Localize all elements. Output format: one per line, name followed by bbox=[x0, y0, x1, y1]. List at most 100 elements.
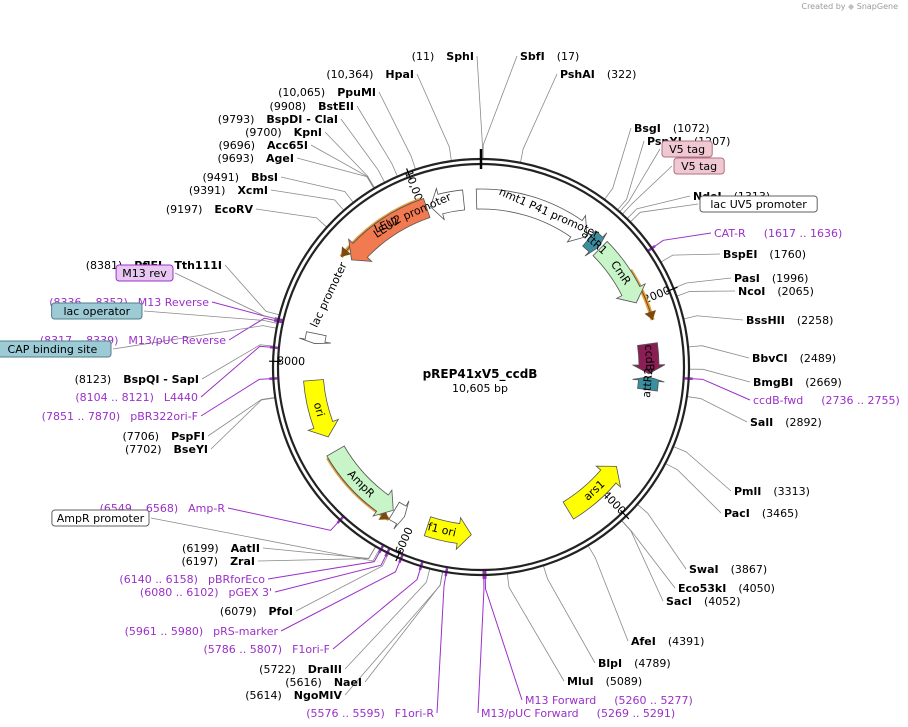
enzyme-site-pshai[interactable]: PshAI(322) bbox=[560, 68, 636, 81]
feature-cmr[interactable] bbox=[592, 240, 647, 304]
feature-leu2-promoter[interactable] bbox=[430, 187, 466, 221]
feature-tag-box bbox=[115, 264, 174, 282]
enzyme-site-pspfi[interactable]: (7706)PspFI bbox=[123, 430, 205, 443]
enzyme-position: (2258) bbox=[797, 314, 834, 327]
plasmid-backbone bbox=[271, 149, 691, 577]
enzyme-site-afei[interactable]: AfeI(4391) bbox=[631, 635, 704, 648]
enzyme-site-swai[interactable]: SwaI(3867) bbox=[689, 563, 767, 576]
enzyme-site-bspei[interactable]: BspEI(1760) bbox=[723, 248, 806, 261]
enzyme-name: DraIII bbox=[308, 663, 342, 676]
feature-ampr-promoter[interactable] bbox=[388, 500, 410, 530]
enzyme-site-blpi[interactable]: BlpI(4789) bbox=[598, 657, 671, 670]
enzyme-site-mlui[interactable]: MluI(5089) bbox=[567, 675, 642, 688]
feature-tag-lac-uv5-promoter-2[interactable]: lac UV5 promoter bbox=[710, 198, 807, 211]
enzyme-site-saci[interactable]: SacI (4052) bbox=[666, 595, 741, 608]
feature-nmt1-p41-promoter[interactable] bbox=[475, 188, 588, 243]
enzyme-position: (10,364) bbox=[326, 68, 373, 81]
enzyme-site-aatii[interactable]: (6199)AatII bbox=[182, 542, 260, 555]
feature-ars1[interactable] bbox=[562, 465, 622, 520]
enzyme-site-bsteii[interactable]: (9908)BstEII bbox=[270, 100, 354, 113]
enzyme-name: SacI bbox=[666, 595, 692, 608]
feature-tag-v5-tag-0[interactable]: V5 tag bbox=[669, 143, 705, 156]
enzyme-position: (10,065) bbox=[278, 86, 325, 99]
feature-tag-v5-tag-1[interactable]: V5 tag bbox=[681, 160, 717, 173]
feature-tag-ampr-promoter-6[interactable]: AmpR promoter bbox=[57, 512, 145, 525]
primer-site-f1ori-f[interactable]: (5786 .. 5807)F1ori-F bbox=[204, 643, 331, 656]
feature-lac-promoter[interactable] bbox=[299, 331, 331, 344]
primer-site-ccdb-fwd[interactable]: ccdB-fwd(2736 .. 2755) bbox=[753, 394, 900, 407]
enzyme-site-bsgi[interactable]: BsgI(1072) bbox=[634, 122, 709, 135]
enzyme-position: (7706) bbox=[123, 430, 160, 443]
enzyme-site-naei[interactable]: (5616)NaeI bbox=[285, 676, 362, 689]
primer-name: F1ori-R bbox=[395, 707, 435, 720]
enzyme-site-ngomiv[interactable]: (5614)NgoMIV bbox=[245, 689, 342, 702]
enzyme-name: PfoI bbox=[269, 605, 294, 618]
primer-site-f1ori-r[interactable]: (5576 .. 5595)F1ori-R bbox=[306, 707, 434, 720]
primer-name: L4440 bbox=[164, 391, 198, 404]
feature-tag-lac-operator-4[interactable]: lac operator bbox=[63, 305, 130, 318]
primer-site-m13-puc-forward[interactable]: M13/pUC Forward(5269 .. 5291) bbox=[481, 707, 675, 720]
enzyme-site-bspdi-clai[interactable]: (9793)BspDI - ClaI bbox=[218, 113, 338, 126]
leader-line bbox=[257, 546, 377, 562]
enzyme-site-pmli[interactable]: PmlI(3313) bbox=[734, 485, 810, 498]
enzyme-site-sali[interactable]: SalI(2892) bbox=[750, 416, 822, 429]
primer-site-pbr322ori-f[interactable]: (7851 .. 7870)pBR322ori-F bbox=[42, 410, 198, 423]
tick-mark bbox=[406, 168, 412, 180]
feature-attr2[interactable] bbox=[632, 376, 665, 392]
feature-tag-m13-rev-3[interactable]: M13 rev bbox=[122, 267, 167, 280]
enzyme-site-ppumi[interactable]: (10,065)PpuMI bbox=[278, 86, 376, 99]
primer-site-cat-r[interactable]: CAT-R(1617 .. 1636) bbox=[714, 227, 842, 240]
leader-line bbox=[621, 520, 676, 589]
enzyme-site-sbfi[interactable]: SbfI(17) bbox=[520, 50, 579, 63]
enzyme-site-kpni[interactable]: (9700)KpnI bbox=[245, 126, 322, 139]
primer-site-l4440[interactable]: (8104 .. 8121)L4440 bbox=[75, 391, 198, 404]
enzyme-site-ecorv[interactable]: (9197)EcoRV bbox=[166, 203, 254, 216]
feature-ori[interactable] bbox=[303, 379, 340, 438]
leader-line bbox=[629, 203, 699, 223]
enzyme-site-ncoi[interactable]: NcoI(2065) bbox=[738, 285, 814, 298]
enzyme-position: (4052) bbox=[704, 595, 741, 608]
enzyme-site-pfoi[interactable]: (6079)PfoI bbox=[220, 605, 293, 618]
enzyme-position: (9197) bbox=[166, 203, 203, 216]
primer-site-prs-marker[interactable]: (5961 .. 5980)pRS-marker bbox=[125, 625, 279, 638]
feature-attr1[interactable] bbox=[582, 230, 608, 257]
leader-line bbox=[484, 574, 523, 701]
enzyme-site-xcmi[interactable]: (9391)XcmI bbox=[189, 184, 268, 197]
feature-tag-cap-binding-site-5[interactable]: CAP binding site bbox=[8, 343, 98, 356]
enzyme-site-paci[interactable]: PacI(3465) bbox=[724, 507, 798, 520]
enzyme-site-bmgbi[interactable]: BmgBI(2669) bbox=[753, 376, 842, 389]
credit-prefix: Created by bbox=[801, 2, 846, 11]
enzyme-site-sphi[interactable]: (11)SphI bbox=[412, 50, 474, 63]
enzyme-site-eco53ki[interactable]: Eco53kI(4050) bbox=[678, 582, 775, 595]
enzyme-site-bbvci[interactable]: BbvCI(2489) bbox=[752, 352, 836, 365]
enzyme-site-bspqi-sapi[interactable]: (8123)BspQI - SapI bbox=[75, 373, 199, 386]
feature-ccdb[interactable] bbox=[631, 342, 666, 375]
enzyme-site-bsshii[interactable]: BssHII(2258) bbox=[746, 314, 833, 327]
primer-site-pbrforeco[interactable]: (6140 .. 6158)pBRforEco bbox=[119, 573, 265, 586]
primer-name: pRS-marker bbox=[213, 625, 278, 638]
leader-line bbox=[200, 345, 274, 398]
primer-range: (1617 .. 1636) bbox=[764, 227, 843, 240]
enzyme-site-bseyi[interactable]: (7702)BseYI bbox=[125, 443, 208, 456]
enzyme-site-acc65i[interactable]: (9696)Acc65I bbox=[218, 139, 308, 152]
feature-leu2[interactable] bbox=[348, 198, 431, 262]
primer-site-pgex-3[interactable]: (6080 .. 6102)pGEX 3' bbox=[140, 586, 272, 599]
feature-label: f1 ori bbox=[426, 520, 457, 539]
leader-line bbox=[210, 397, 276, 450]
enzyme-site-pasi[interactable]: PasI(1996) bbox=[734, 272, 808, 285]
leader-line bbox=[619, 148, 661, 213]
feature-f1-ori[interactable] bbox=[423, 516, 472, 551]
leader-line bbox=[482, 55, 518, 160]
primer-name: pGEX 3' bbox=[228, 586, 272, 599]
feature-arrows bbox=[299, 187, 666, 551]
enzyme-site-bbsi[interactable]: (9491)BbsI bbox=[203, 171, 278, 184]
leader-line bbox=[673, 446, 732, 492]
enzyme-position: (17) bbox=[557, 50, 580, 63]
enzyme-site-agei[interactable]: (9693)AgeI bbox=[217, 152, 294, 165]
enzyme-site-zrai[interactable]: (6197)ZraI bbox=[182, 555, 256, 568]
enzyme-site-draiii[interactable]: (5722)DraIII bbox=[259, 663, 342, 676]
feature-ampr[interactable] bbox=[326, 445, 394, 517]
site-labels: (11)SphI SbfI(17) (10,364)HpaI PshAI(322) (1… bbox=[0, 50, 900, 720]
enzyme-site-hpai[interactable]: (10,364)HpaI bbox=[326, 68, 414, 81]
primer-site-m13-forward[interactable]: M13 Forward(5260 .. 5277) bbox=[525, 694, 693, 707]
